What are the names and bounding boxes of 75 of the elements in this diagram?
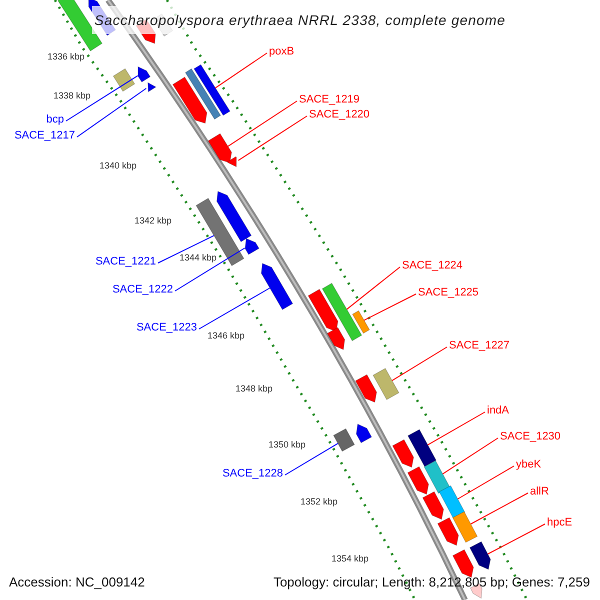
gene-label: poxB [269,46,294,58]
gene-block [226,156,237,168]
gene-label: allR [530,486,549,498]
gene-block [184,68,222,120]
gene-block [355,374,377,403]
gene-label: SACE_1225 [418,288,479,298]
gene-label: ybeK [516,460,542,470]
scale-label: 1350 kbp [268,440,306,450]
gene-block [326,327,346,350]
leader-line [392,346,448,382]
scale-label: 1346 kbp [207,332,245,340]
gene-block [452,511,478,543]
leader-line [457,466,514,500]
scale-label: 1342 kbp [134,216,172,226]
leader-line [238,116,308,161]
gene-block [408,429,436,467]
gene-block [424,460,450,494]
scale-label: 1348 kbp [235,384,273,394]
gene-block [469,541,491,570]
gene-label: SACE_1230 [500,432,561,442]
leader-line [364,294,416,321]
gene-label: SACE_1221 [95,256,156,268]
footer-note: Accession: NC_009142 [9,576,145,588]
scale-label: 1344 kbp [179,254,217,262]
gene-block [437,517,459,546]
gene-block [392,439,414,468]
gene-block [352,310,370,334]
leader-line [174,248,246,292]
gene-label: SACE_1223 [136,322,197,334]
gene-block [372,368,400,400]
gene-label: SACE_1227 [449,340,510,352]
leader-line [158,235,214,264]
gene-block [438,485,466,519]
scale-label: 1340 kbp [99,162,137,170]
gene-label: SACE_1217 [14,130,75,142]
leader-line [442,438,498,474]
leader-line [66,75,138,122]
gene-block [422,491,444,520]
gene-block [148,82,156,92]
leader-line [470,492,528,524]
gene-block [333,428,355,452]
gene-block [194,64,230,116]
gene-block [261,262,294,310]
gene-label: SACE_1219 [299,94,360,106]
gene-block [308,288,338,332]
gene-block [208,133,232,164]
scale-label: 1336 kbp [47,52,85,62]
leader-line [427,412,486,446]
gene-block [322,282,362,342]
gene-block [356,424,372,444]
leader-line [214,52,268,88]
gene-label: bcp [46,114,64,126]
scale-label: 1338 kbp [53,92,91,100]
leader-line [76,88,147,138]
gene-block [138,66,151,82]
leader-line [346,266,400,310]
leader-line [198,288,270,330]
title: Saccharopolyspora erythraea NRRL 2338, complete genome [94,10,506,30]
gene-label: indA [487,406,510,416]
leader-line [228,100,298,147]
leader-line [487,524,546,554]
gene-label: SACE_1220 [309,110,370,120]
footer-note: Topology: circular; Length: 8,212,805 bp; Genes: 7,259 [273,576,590,588]
gene-label: hpcE [547,518,572,528]
gene-block [452,549,474,578]
gene-label: SACE_1222 [112,284,173,296]
gene-block [112,68,136,92]
scale-label: 1354 kbp [331,554,369,564]
leader-line [284,442,338,476]
gene-label: SACE_1228 [222,468,283,480]
gene-label: SACE_1224 [402,260,463,272]
gene-block [172,76,208,124]
scale-label: 1352 kbp [300,498,338,506]
gene-block [216,190,252,242]
gene-block [407,466,429,495]
